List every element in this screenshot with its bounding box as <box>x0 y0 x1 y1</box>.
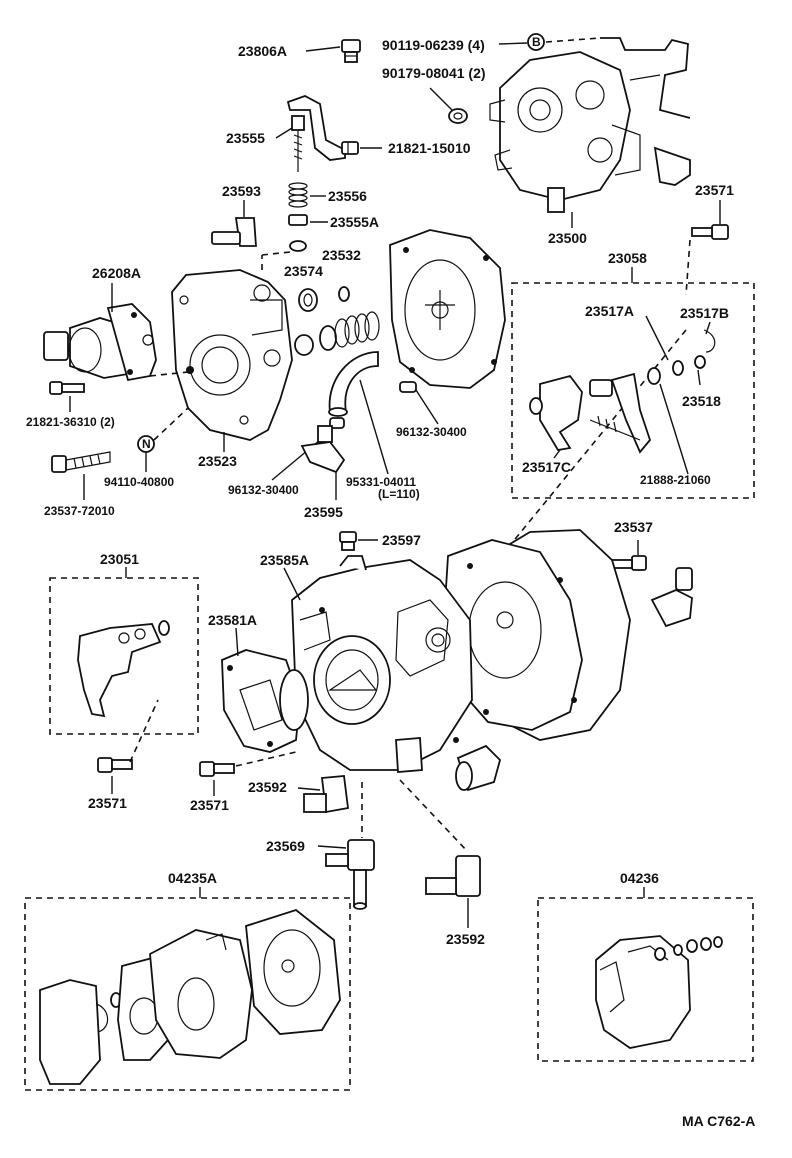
label-23592-b: 23592 <box>446 931 485 947</box>
label-23517C: 23517C <box>522 459 571 475</box>
label-23571-mid: 23571 <box>190 797 229 813</box>
label-23574: 23574 <box>284 263 323 279</box>
label-23555: 23555 <box>226 130 265 146</box>
elbow-23592-a-part <box>303 775 349 814</box>
label-21821-15010: 21821-15010 <box>388 140 471 156</box>
washer-small-part <box>289 240 307 252</box>
label-04236: 04236 <box>620 870 659 886</box>
label-26208A: 26208A <box>92 265 141 281</box>
kit-box-23051 <box>49 577 199 735</box>
label-23571-top: 23571 <box>695 182 734 198</box>
label-23595: 23595 <box>304 504 343 520</box>
bracket-23555-part <box>286 95 346 172</box>
label-23537-72010: 23537-72010 <box>44 504 115 518</box>
solenoid-26208A-part <box>43 303 157 382</box>
label-23592-a: 23592 <box>248 779 287 795</box>
label-23517B: 23517B <box>680 305 729 321</box>
marker-B-circle <box>527 33 545 51</box>
label-95331-length: (L=110) <box>378 487 420 501</box>
label-94110-40800: 94110-40800 <box>104 475 174 489</box>
label-23806A: 23806A <box>238 43 287 59</box>
ring-23532-part <box>338 286 350 302</box>
cover-23523-part <box>171 269 293 441</box>
nut-90179-part <box>448 108 468 124</box>
label-23581A: 23581A <box>208 612 257 628</box>
diaphragm-top-part <box>389 229 506 389</box>
fitting-23595-part <box>300 425 346 474</box>
label-23523: 23523 <box>198 453 237 469</box>
bolt-21821-36310-part <box>49 381 85 395</box>
label-23555A: 23555A <box>330 214 379 230</box>
label-23500: 23500 <box>548 230 587 246</box>
marker-B-letter: B <box>532 35 541 49</box>
label-90119-06239: 90119-06239 (4) <box>382 37 485 53</box>
kit-23058-parts <box>529 329 716 454</box>
kit-23051-parts <box>77 620 170 718</box>
oring-23574-part <box>298 288 318 312</box>
label-96132-30400-a: 96132-30400 <box>396 425 467 439</box>
elbow-23593-part <box>211 217 257 247</box>
kit-box-23058 <box>511 282 755 499</box>
elbow-right-parts <box>455 567 693 792</box>
clamp-96132-part <box>329 381 417 429</box>
spring-23556-part <box>288 182 308 208</box>
cover-23581A-part <box>221 649 309 753</box>
plug-23806A-part <box>341 39 361 63</box>
spring-large-part <box>319 311 380 351</box>
regulator-body-23585A <box>291 529 631 773</box>
label-23532: 23532 <box>322 247 361 263</box>
label-96132-30400-b: 96132-30400 <box>228 483 299 497</box>
bolt-23537-part <box>611 555 647 571</box>
bolt-23571-top-part <box>691 224 729 240</box>
diagram-code: MA C762-A <box>682 1113 755 1129</box>
label-95331-04011: 95331-04011 <box>346 475 416 489</box>
label-23571-left: 23571 <box>88 795 127 811</box>
label-23058: 23058 <box>608 250 647 266</box>
kit-box-04236 <box>537 897 754 1062</box>
label-23537: 23537 <box>614 519 653 535</box>
hose-95331-part <box>328 351 379 417</box>
marker-N-letter: N <box>142 437 151 451</box>
cap-23597-part <box>339 531 357 551</box>
label-21888-21060: 21888-21060 <box>640 473 711 487</box>
nut-23555A-part <box>288 214 308 226</box>
label-90179-08041: 90179-08041 (2) <box>382 65 486 81</box>
bolt-21821-15010-part <box>341 141 359 155</box>
elbow-23592-b-part <box>425 855 481 897</box>
bolt-23537-72010-part <box>51 451 111 473</box>
label-23556: 23556 <box>328 188 367 204</box>
label-23051: 23051 <box>100 551 139 567</box>
valve-assembly-23500 <box>489 37 691 213</box>
label-23597: 23597 <box>382 532 421 548</box>
label-21821-36310: 21821-36310 (2) <box>26 415 115 429</box>
label-23517A: 23517A <box>585 303 634 319</box>
label-23518: 23518 <box>682 393 721 409</box>
label-23569: 23569 <box>266 838 305 854</box>
bolt-23571-left-part <box>97 757 133 773</box>
bolt-23571-mid-part <box>199 761 235 777</box>
kit-04235A-parts <box>39 908 341 1085</box>
label-23593: 23593 <box>222 183 261 199</box>
label-04235A: 04235A <box>168 870 217 886</box>
kit-04236-parts <box>595 935 723 1049</box>
washer-mid-part <box>294 334 314 356</box>
kit-box-04235A <box>24 897 351 1091</box>
label-23585A: 23585A <box>260 552 309 568</box>
valve-23569-part <box>325 839 375 910</box>
